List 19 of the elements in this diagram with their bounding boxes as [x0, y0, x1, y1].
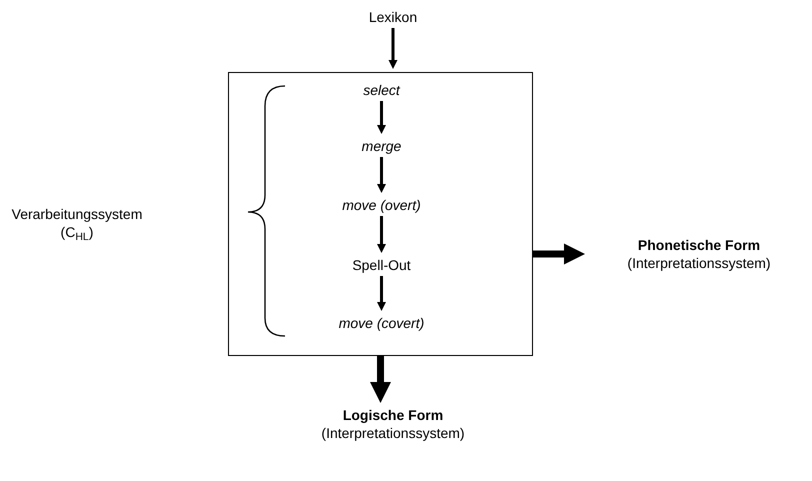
node-text: merge: [362, 137, 402, 155]
arrow: [377, 157, 386, 193]
arrow: [377, 216, 386, 253]
node-subtext: (Interpretationssystem): [627, 254, 771, 272]
system-label: Verarbeitungssystem (C$_{HL}$): [10, 205, 144, 241]
node-text: Spell-Out: [352, 256, 411, 274]
arrow: [533, 244, 585, 264]
node-subtext: (Interpretationssystem): [321, 424, 465, 442]
node-text: select: [363, 81, 400, 99]
node-text: Logische Form: [342, 406, 444, 424]
arrow: [388, 28, 398, 69]
node-text: Phonetische Form: [638, 236, 760, 254]
node-text: Lexikon: [368, 8, 418, 26]
arrow: [377, 101, 386, 134]
arrow: [370, 356, 391, 403]
frame-box: [228, 72, 533, 356]
arrow: [377, 276, 386, 311]
node-text: move (overt): [342, 196, 421, 214]
node-text: move (covert): [338, 314, 424, 332]
